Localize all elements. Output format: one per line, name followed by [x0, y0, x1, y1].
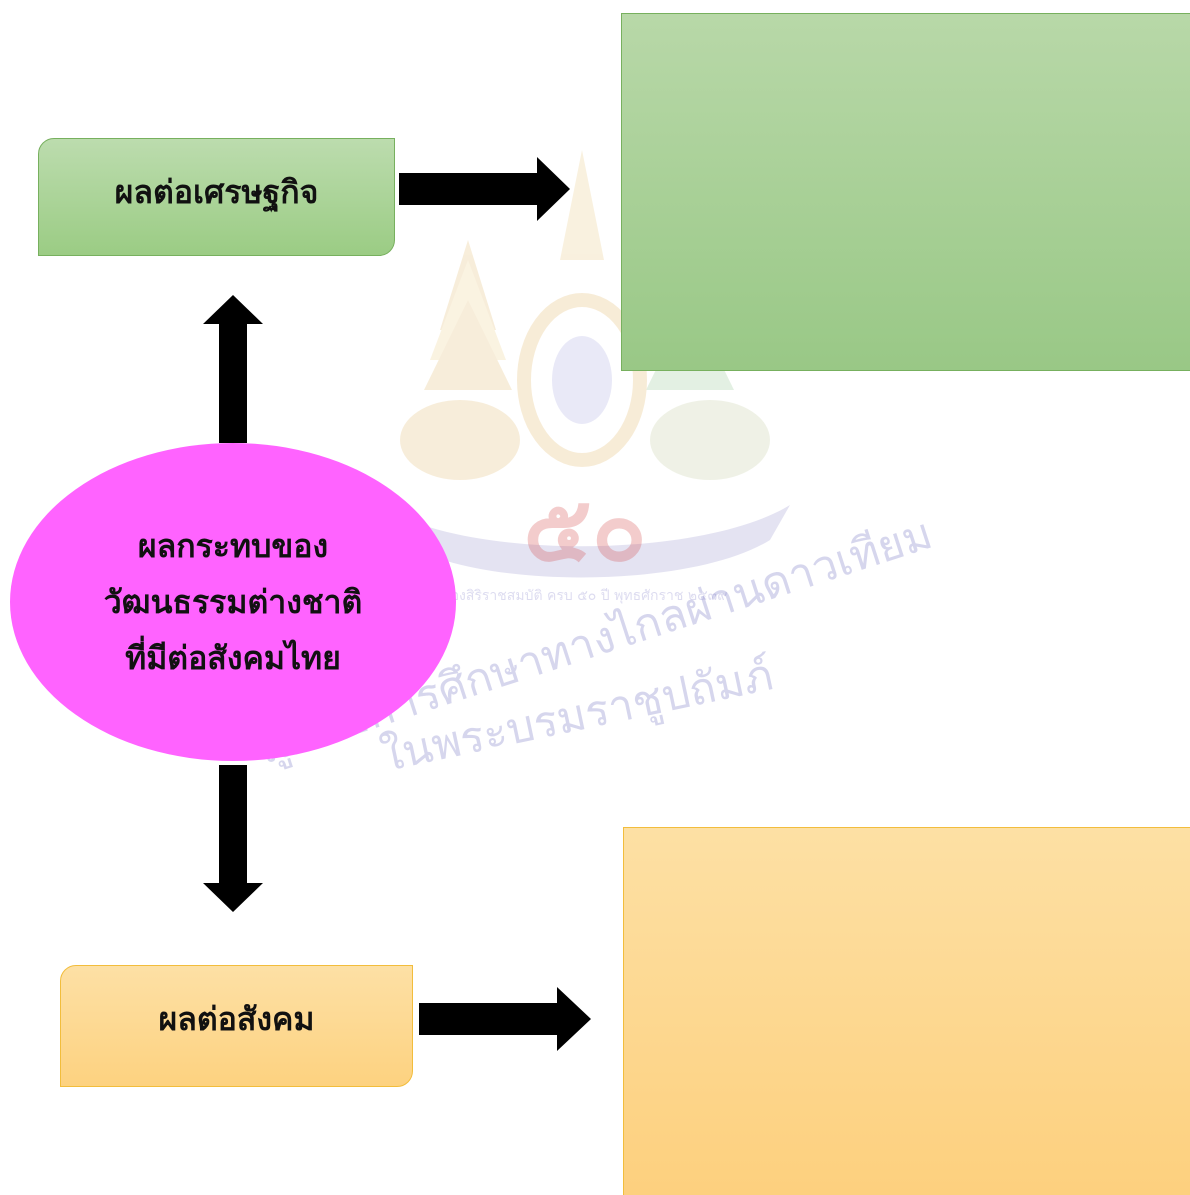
arrow-up	[203, 295, 263, 443]
center-label-line2: วัฒนธรรมต่างชาติ	[103, 583, 363, 621]
center-ellipse	[10, 443, 456, 761]
center-label-line1: ผลกระทบของ	[137, 527, 329, 565]
economy-box	[38, 138, 395, 256]
arrow-down	[203, 765, 263, 912]
society-label: ผลต่อสังคม	[158, 999, 315, 1038]
society-detail-panel	[623, 827, 1190, 1195]
economy-label: ผลต่อเศรษฐกิจ	[114, 172, 319, 211]
economy-detail-panel	[621, 13, 1190, 371]
center-label-line3: ที่มีต่อสังคมไทย	[125, 639, 341, 677]
center-label: ผลกระทบของ วัฒนธรรมต่างชาติ ที่มีต่อสังค…	[10, 443, 456, 761]
arrow-right-economy	[399, 157, 570, 221]
society-box	[60, 965, 413, 1087]
arrow-right-society	[419, 987, 591, 1051]
